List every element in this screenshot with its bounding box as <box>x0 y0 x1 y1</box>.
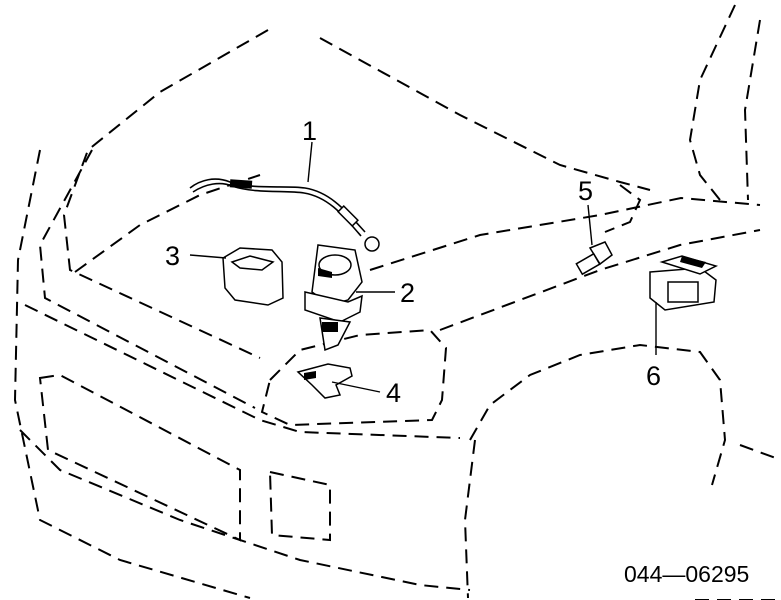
callout-4: 4 <box>386 378 401 408</box>
part-3-cover <box>189 247 284 306</box>
part-5-switch <box>575 204 613 276</box>
callout-6: 6 <box>646 361 661 391</box>
callout-5: 5 <box>578 176 593 206</box>
part-2-lock-assembly <box>304 244 395 352</box>
part-4-bracket <box>296 363 381 399</box>
callout-2: 2 <box>400 278 415 308</box>
callout-3: 3 <box>165 241 180 271</box>
figure-code: 044—06295 <box>624 561 749 587</box>
callout-1: 1 <box>302 116 317 146</box>
part-6-module <box>649 255 719 355</box>
part-1-cable <box>189 141 380 252</box>
